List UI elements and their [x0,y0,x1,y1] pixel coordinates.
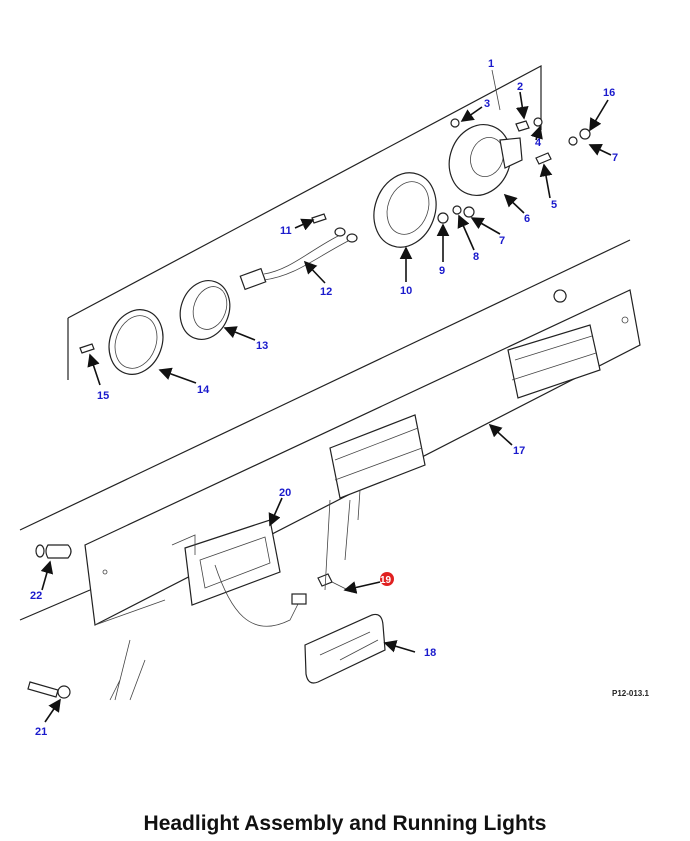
callout-16: 16 [603,87,615,99]
callout-7-upper: 7 [612,152,618,164]
running-lamp-upper [507,324,601,399]
svg-text:19: 19 [380,575,392,586]
callout-7-lower: 7 [499,235,505,247]
screw-15 [79,343,95,354]
callout-22: 22 [30,590,42,602]
figure-id: P12-013.1 [612,689,649,698]
headlight-panel [67,65,542,380]
callout-19-highlighted[interactable]: 19 [380,572,394,586]
figure-title: Headlight Assembly and Running Lights [143,812,547,835]
callout-9: 9 [439,265,445,277]
callout-20: 20 [279,487,291,499]
callout-21: 21 [35,726,47,738]
callout-18: 18 [424,647,436,659]
callout-1: 1 [488,58,494,70]
callout-11: 11 [280,225,292,237]
leader-arrows [40,69,612,723]
callout-17: 17 [513,445,525,457]
lamp-housing-20 [171,519,281,606]
small-parts-2-3-4 [450,117,543,132]
callout-labels: 1 2 3 4 5 6 7 7 8 9 10 11 12 13 14 15 16… [30,58,618,738]
housing-6 [448,124,523,196]
stud-5-nut-16 [535,128,591,165]
lamp-18 [304,613,386,684]
callout-15: 15 [97,390,109,402]
mounting-ring-10 [373,172,437,248]
callout-13: 13 [256,340,268,352]
grommet-22 [35,544,72,559]
callout-6: 6 [524,213,530,225]
sealed-beam-13 [179,280,231,340]
callout-2: 2 [517,81,523,93]
callout-3: 3 [484,98,490,110]
callout-8: 8 [473,251,479,263]
connector-12 [239,227,358,291]
callout-10: 10 [400,285,412,297]
callout-12: 12 [320,286,332,298]
callout-5: 5 [551,199,557,211]
wiring-harness [214,564,307,627]
bulb-11 [311,213,327,224]
headlight-ring-14 [108,309,164,375]
glass-hatching [109,489,361,701]
hardware-7-8-9 [437,205,475,224]
running-lamp-middle [329,414,426,499]
screw-21 [27,681,71,699]
fender-body [19,239,631,621]
callout-14: 14 [197,384,210,396]
callout-4: 4 [535,137,542,149]
